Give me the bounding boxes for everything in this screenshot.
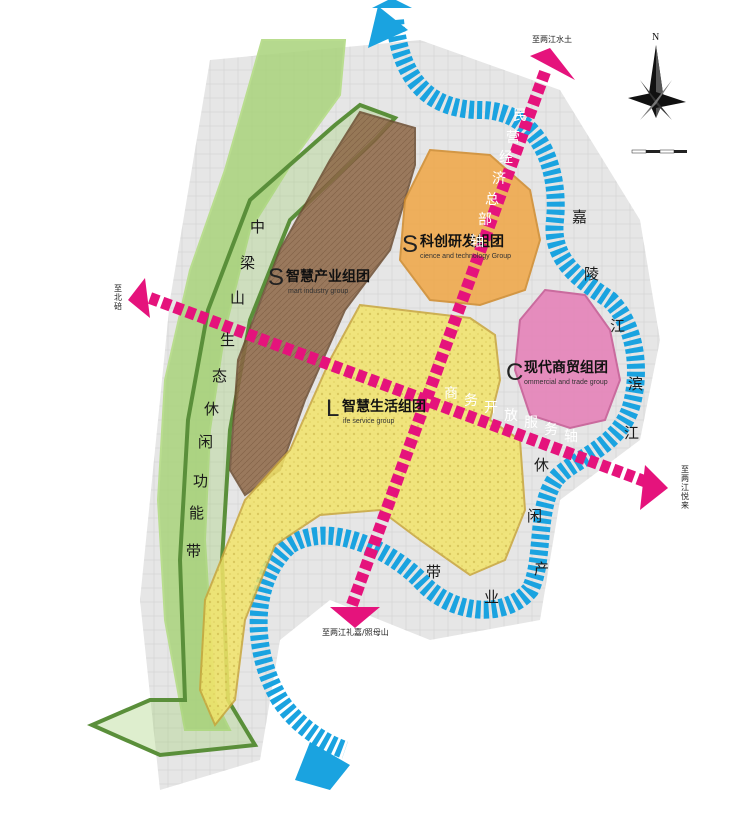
svg-text:功: 功 — [193, 472, 208, 490]
svg-text:休: 休 — [204, 400, 219, 418]
zone-commerce-label: C 现代商贸组团 ommercial and trade group — [506, 359, 608, 386]
zone-commerce-area — [513, 288, 622, 430]
river-belt-label: 休 闲 产 业 带 — [426, 456, 549, 606]
svg-text:S: S — [402, 231, 418, 258]
svg-text:陵: 陵 — [584, 265, 599, 283]
scale-bar — [632, 150, 687, 153]
svg-text:嘉: 嘉 — [572, 208, 587, 226]
svg-text:智慧产业组团: 智慧产业组团 — [285, 268, 370, 285]
svg-text:放: 放 — [504, 408, 518, 424]
svg-text:cience and technology Group: cience and technology Group — [420, 253, 511, 260]
svg-text:开: 开 — [484, 400, 498, 416]
axis-arrow-west — [128, 278, 150, 318]
svg-text:现代商贸组团: 现代商贸组团 — [524, 359, 608, 376]
axis-east-west — [128, 278, 668, 510]
svg-text:悦: 悦 — [681, 491, 689, 501]
zone-life-label: L 智慧生活组团 ife service group — [326, 395, 426, 425]
svg-text:碚: 碚 — [114, 301, 122, 311]
svg-text:mart industry group: mart industry group — [288, 288, 348, 295]
svg-text:带: 带 — [426, 563, 441, 581]
destination-north: 至两江水土 — [532, 34, 572, 44]
svg-text:闲: 闲 — [198, 433, 213, 451]
svg-text:至: 至 — [681, 465, 689, 474]
svg-text:济: 济 — [492, 171, 506, 187]
svg-text:江: 江 — [610, 317, 625, 335]
svg-text:S: S — [268, 264, 284, 291]
axis-north-south-label: 民 营 经 济 总 部 轴 — [470, 108, 527, 250]
svg-text:梁: 梁 — [240, 254, 255, 272]
svg-text:L: L — [326, 395, 339, 422]
svg-text:业: 业 — [484, 588, 499, 606]
svg-text:轴: 轴 — [564, 429, 578, 445]
river-arrow-south — [295, 742, 350, 790]
svg-text:能: 能 — [189, 504, 204, 522]
axis-north-south — [330, 48, 575, 628]
svg-text:民: 民 — [513, 108, 527, 124]
svg-text:北: 北 — [114, 293, 122, 302]
destination-west: 至 北 碚 — [114, 284, 122, 311]
svg-text:营: 营 — [506, 130, 520, 146]
svg-text:智慧生活组团: 智慧生活组团 — [341, 398, 426, 415]
svg-text:商: 商 — [444, 386, 458, 402]
svg-text:来: 来 — [681, 501, 689, 510]
zone-industry-label: S 智慧产业组团 mart industry group — [268, 264, 370, 295]
svg-text:态: 态 — [212, 367, 227, 385]
svg-text:两: 两 — [681, 474, 689, 483]
svg-text:江: 江 — [624, 424, 639, 442]
svg-text:N: N — [652, 32, 659, 43]
river-arrow-north — [372, 0, 412, 8]
svg-text:务: 务 — [544, 422, 558, 438]
svg-text:轴: 轴 — [470, 234, 484, 250]
svg-text:闲: 闲 — [527, 507, 542, 525]
svg-text:产: 产 — [534, 560, 549, 578]
svg-text:休: 休 — [534, 456, 549, 474]
zone-innovation-label: S 科创研发组团 cience and technology Group — [402, 231, 511, 260]
svg-text:ommercial and trade group: ommercial and trade group — [524, 379, 608, 386]
axis-arrow-east — [640, 465, 668, 510]
river-name-label: 嘉 陵 江 滨 江 — [572, 208, 643, 442]
axis-arrow-north — [530, 48, 575, 80]
svg-text:山: 山 — [230, 289, 245, 307]
river-arrow-north-2 — [368, 6, 408, 48]
svg-text:经: 经 — [499, 150, 513, 166]
svg-text:中: 中 — [250, 218, 265, 236]
destination-east: 至 两 江 悦 来 — [681, 465, 689, 510]
svg-text:至: 至 — [114, 284, 122, 293]
svg-text:带: 带 — [186, 542, 201, 560]
north-arrow-icon: N — [628, 32, 687, 154]
svg-text:滨: 滨 — [628, 375, 643, 393]
svg-text:生: 生 — [220, 331, 235, 349]
svg-text:C: C — [506, 359, 523, 386]
zone-industry-hatch — [230, 112, 415, 495]
svg-text:部: 部 — [478, 212, 492, 228]
destination-south: 至两江礼嘉/照母山 — [322, 627, 389, 637]
svg-text:务: 务 — [464, 393, 478, 409]
svg-text:江: 江 — [681, 483, 689, 492]
svg-text:总: 总 — [485, 192, 499, 208]
green-belt-label: 中 梁 山 生 态 休 闲 功 能 带 — [186, 218, 265, 560]
svg-text:服: 服 — [524, 415, 538, 431]
axis-east-west-label: 商 务 开 放 服 务 轴 — [444, 386, 578, 445]
river-belt — [249, 0, 645, 790]
axis-arrow-south — [330, 607, 380, 628]
svg-text:科创研发组团: 科创研发组团 — [420, 233, 504, 250]
svg-text:ife service group: ife service group — [343, 418, 394, 425]
